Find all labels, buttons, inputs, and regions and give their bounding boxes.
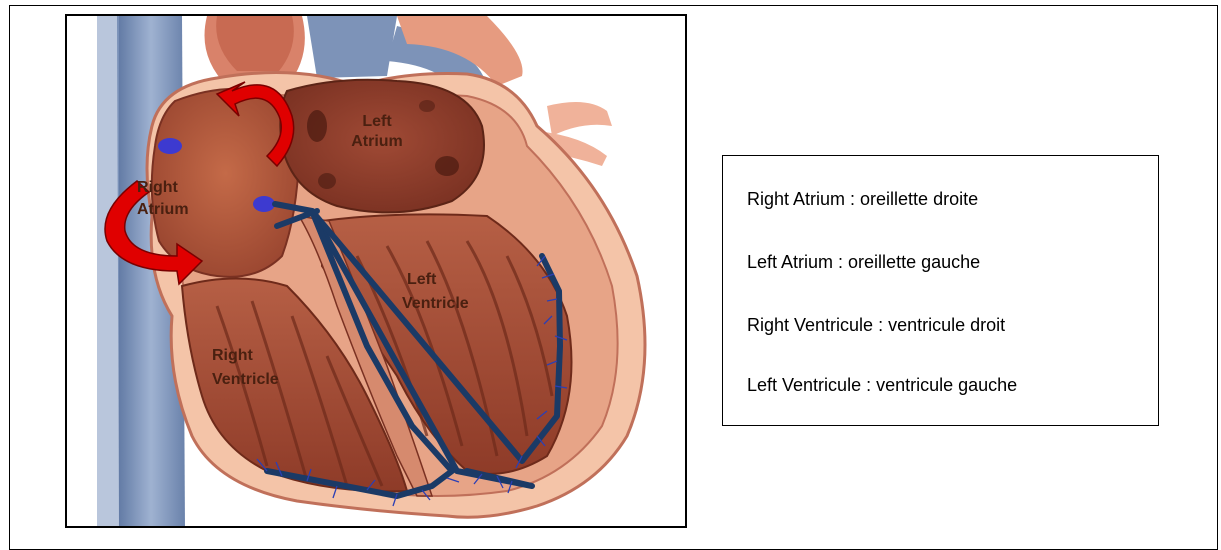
sinoatrial-node [158, 138, 182, 154]
heart-diagram: Left Atrium Right Atrium Left Ventricle … [65, 14, 687, 528]
legend-item-left-atrium: Left Atrium : oreillette gauche [747, 252, 980, 273]
legend-item-right-ventricle: Right Ventricule : ventricule droit [747, 315, 1005, 336]
label-left-ventricle-line1: Left [407, 271, 437, 288]
legend-item-right-atrium: Right Atrium : oreillette droite [747, 189, 978, 210]
label-left-ventricle-line2: Ventricle [402, 295, 469, 312]
label-right-atrium-line1: Right [137, 179, 179, 196]
atrioventricular-node [253, 196, 275, 212]
label-right-ventricle-line1: Right [212, 347, 254, 364]
legend-item-left-ventricle: Left Ventricule : ventricule gauche [747, 375, 1017, 396]
label-left-atrium-line1: Left [362, 113, 392, 130]
label-right-atrium-line2: Atrium [137, 201, 189, 218]
legend-box: Right Atrium : oreillette droite Left At… [722, 155, 1159, 426]
label-right-ventricle-line2: Ventricle [212, 371, 279, 388]
heart-illustration: Left Atrium Right Atrium Left Ventricle … [67, 16, 687, 528]
label-left-atrium-line2: Atrium [351, 133, 403, 150]
